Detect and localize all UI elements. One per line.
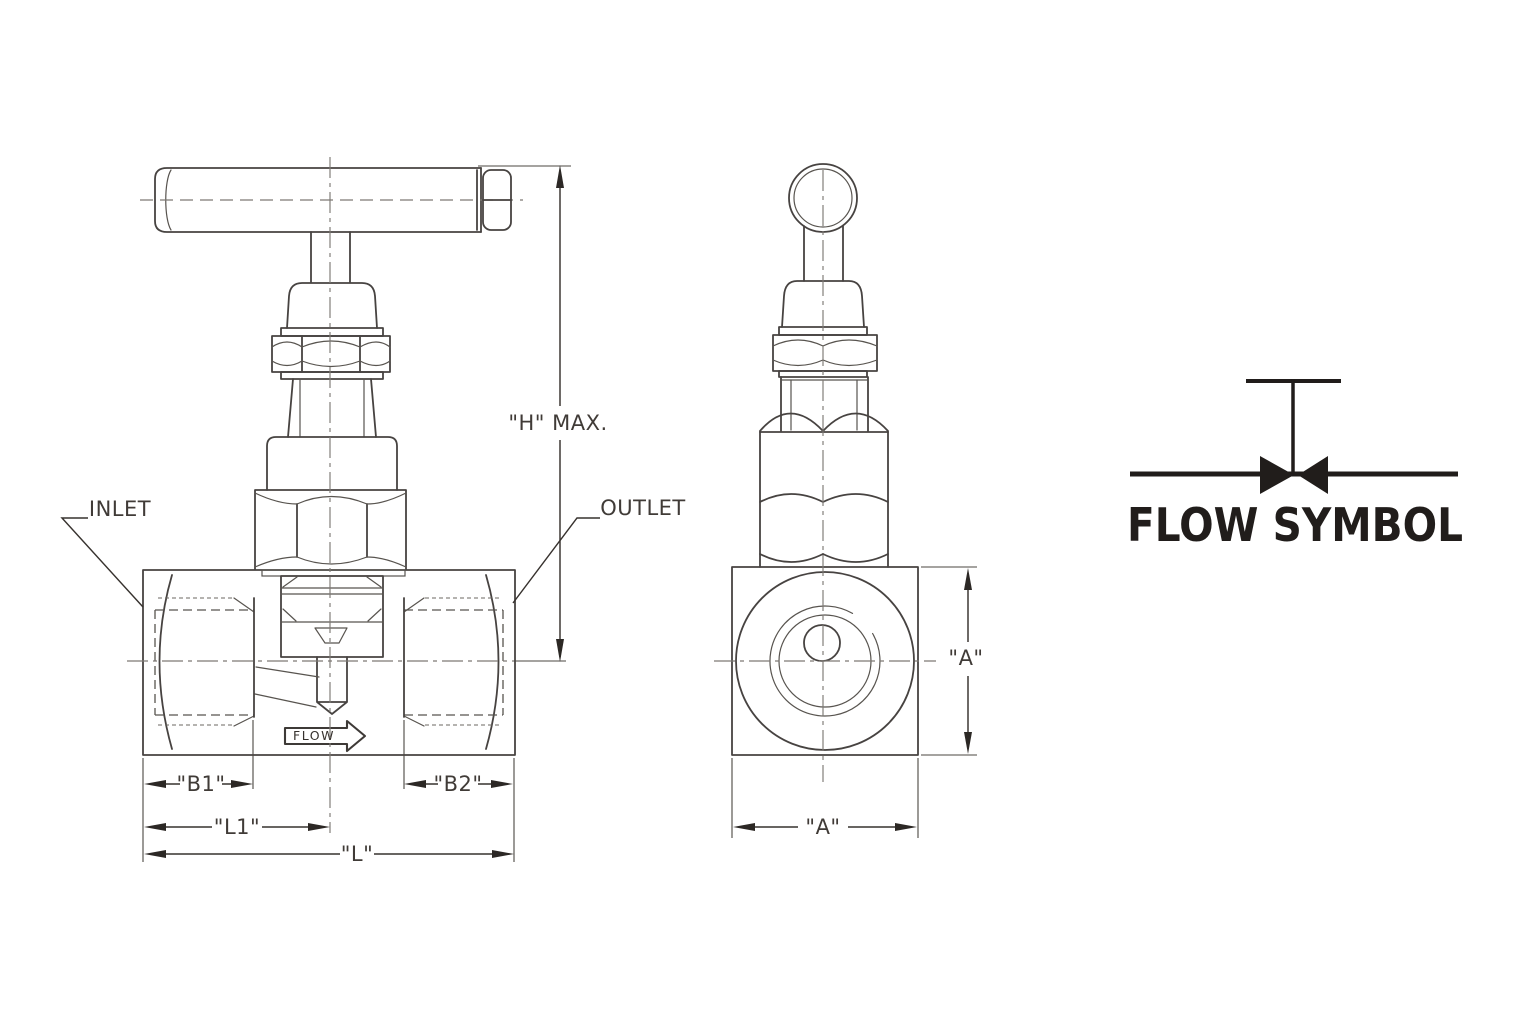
outlet-label: OUTLET xyxy=(600,496,686,520)
dimension-a-width: "A" xyxy=(731,758,919,839)
handle-end-cap xyxy=(476,169,512,231)
dimension-l: "L" xyxy=(144,758,515,866)
seat-orifice-circle xyxy=(803,624,841,662)
dimension-l1: "L1" xyxy=(144,815,330,839)
port-boss-circle xyxy=(735,571,915,751)
dimension-b2: "B2" xyxy=(403,720,513,796)
packing-nut-side xyxy=(772,334,878,378)
h-max-label: "H" MAX. xyxy=(508,411,607,435)
needle-tip xyxy=(316,656,348,715)
flow-passage xyxy=(254,666,320,708)
symbol-right-triangle xyxy=(1298,456,1328,494)
inlet-port xyxy=(154,574,255,750)
seat-funnel xyxy=(314,627,348,644)
stem-side xyxy=(803,225,844,282)
side-view: "A" "A" xyxy=(714,163,983,839)
dimension-h-max: "H" MAX. xyxy=(478,165,607,662)
dimension-b1: "B1" xyxy=(142,720,254,862)
front-centerlines xyxy=(127,157,566,833)
a-height-label: "A" xyxy=(948,646,983,670)
dimension-a-height: "A" xyxy=(921,566,983,756)
flow-symbol-caption: FLOW SYMBOL xyxy=(1127,498,1463,552)
b1-label: "B1" xyxy=(176,772,225,796)
inlet-label: INLET xyxy=(89,497,151,521)
packing-gland xyxy=(280,282,384,337)
outlet-port xyxy=(403,574,504,750)
outlet-leader-line xyxy=(512,517,600,604)
valve-stem xyxy=(310,231,351,283)
flow-symbol: FLOW SYMBOL xyxy=(1127,379,1463,552)
flow-direction-arrow: FLOW xyxy=(283,719,367,753)
thread-circle xyxy=(769,605,881,717)
bonnet xyxy=(266,378,398,491)
bonnet-thread-section xyxy=(280,575,384,658)
inlet-leader-line xyxy=(60,517,144,608)
symbol-left-triangle xyxy=(1260,456,1294,494)
outlet-callout: OUTLET xyxy=(512,496,686,604)
inlet-callout: INLET xyxy=(60,497,151,608)
packing-nut xyxy=(271,335,391,380)
l1-label: "L1" xyxy=(214,815,260,839)
l-label: "L" xyxy=(341,842,374,866)
b2-label: "B2" xyxy=(433,772,482,796)
front-view: FLOW "H" MAX. "B1" xyxy=(60,157,686,866)
a-width-label: "A" xyxy=(805,815,840,839)
body-hex-nut xyxy=(254,489,407,570)
side-centerlines xyxy=(714,170,936,782)
flow-arrow-label: FLOW xyxy=(293,728,335,743)
bonnet-side xyxy=(759,376,889,568)
flow-arrow-icon xyxy=(283,719,367,753)
handle-bar xyxy=(140,167,523,233)
body-hex-side xyxy=(759,493,889,563)
